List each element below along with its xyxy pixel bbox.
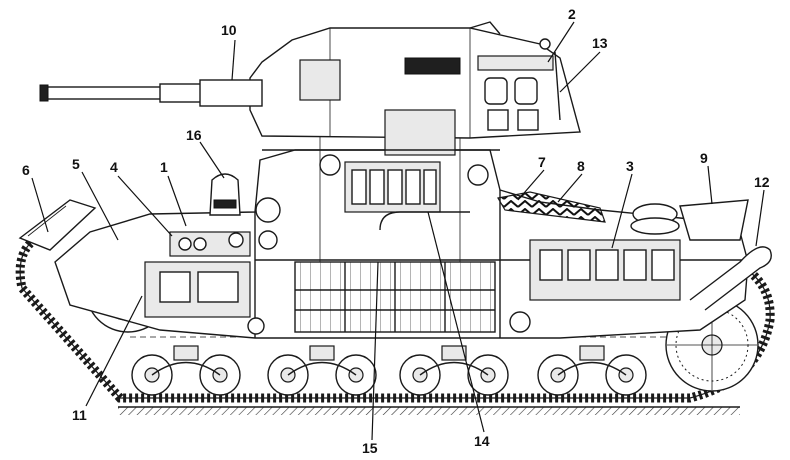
bogie-1: [131, 345, 241, 396]
callout-8: 8: [577, 158, 585, 174]
callout-2: 2: [568, 6, 576, 22]
turret: [249, 27, 581, 156]
callout-11: 11: [72, 407, 87, 423]
callout-10: 10: [221, 22, 237, 38]
driver-hood: [209, 173, 241, 216]
turret-basket: [262, 136, 500, 262]
suspension: [131, 345, 647, 396]
callout-1: 1: [160, 159, 168, 175]
ammo-racks: [294, 261, 496, 333]
main-gun: [39, 79, 263, 107]
callout-4: 4: [110, 159, 118, 175]
callout-14: 14: [474, 433, 490, 449]
engine: [509, 239, 681, 333]
callout-15: 15: [362, 440, 378, 456]
bogie-4: [537, 345, 647, 396]
driver-station: [169, 197, 281, 257]
callout-16: 16: [186, 127, 202, 143]
leader-lines: [31, 21, 765, 441]
radio-set: [319, 154, 489, 213]
ground-line: [118, 406, 740, 415]
bogie-3: [399, 345, 509, 396]
callout-5: 5: [72, 156, 80, 172]
air-filter-housing: [630, 199, 749, 241]
exhaust-pipe: [689, 246, 772, 311]
callout-3: 3: [626, 158, 634, 174]
front-tank: [18, 199, 97, 251]
callout-7: 7: [538, 154, 546, 170]
turret-hatch: [469, 21, 551, 50]
callout-6: 6: [22, 162, 30, 178]
callout-12: 12: [754, 174, 770, 190]
callout-labels: 10 2 13 16 6 5 4 1 7 8 3 9 12 11 15 14: [22, 6, 770, 456]
bogie-2: [267, 345, 377, 396]
callout-13: 13: [592, 35, 608, 51]
transmission: [144, 261, 265, 335]
callout-9: 9: [700, 150, 708, 166]
